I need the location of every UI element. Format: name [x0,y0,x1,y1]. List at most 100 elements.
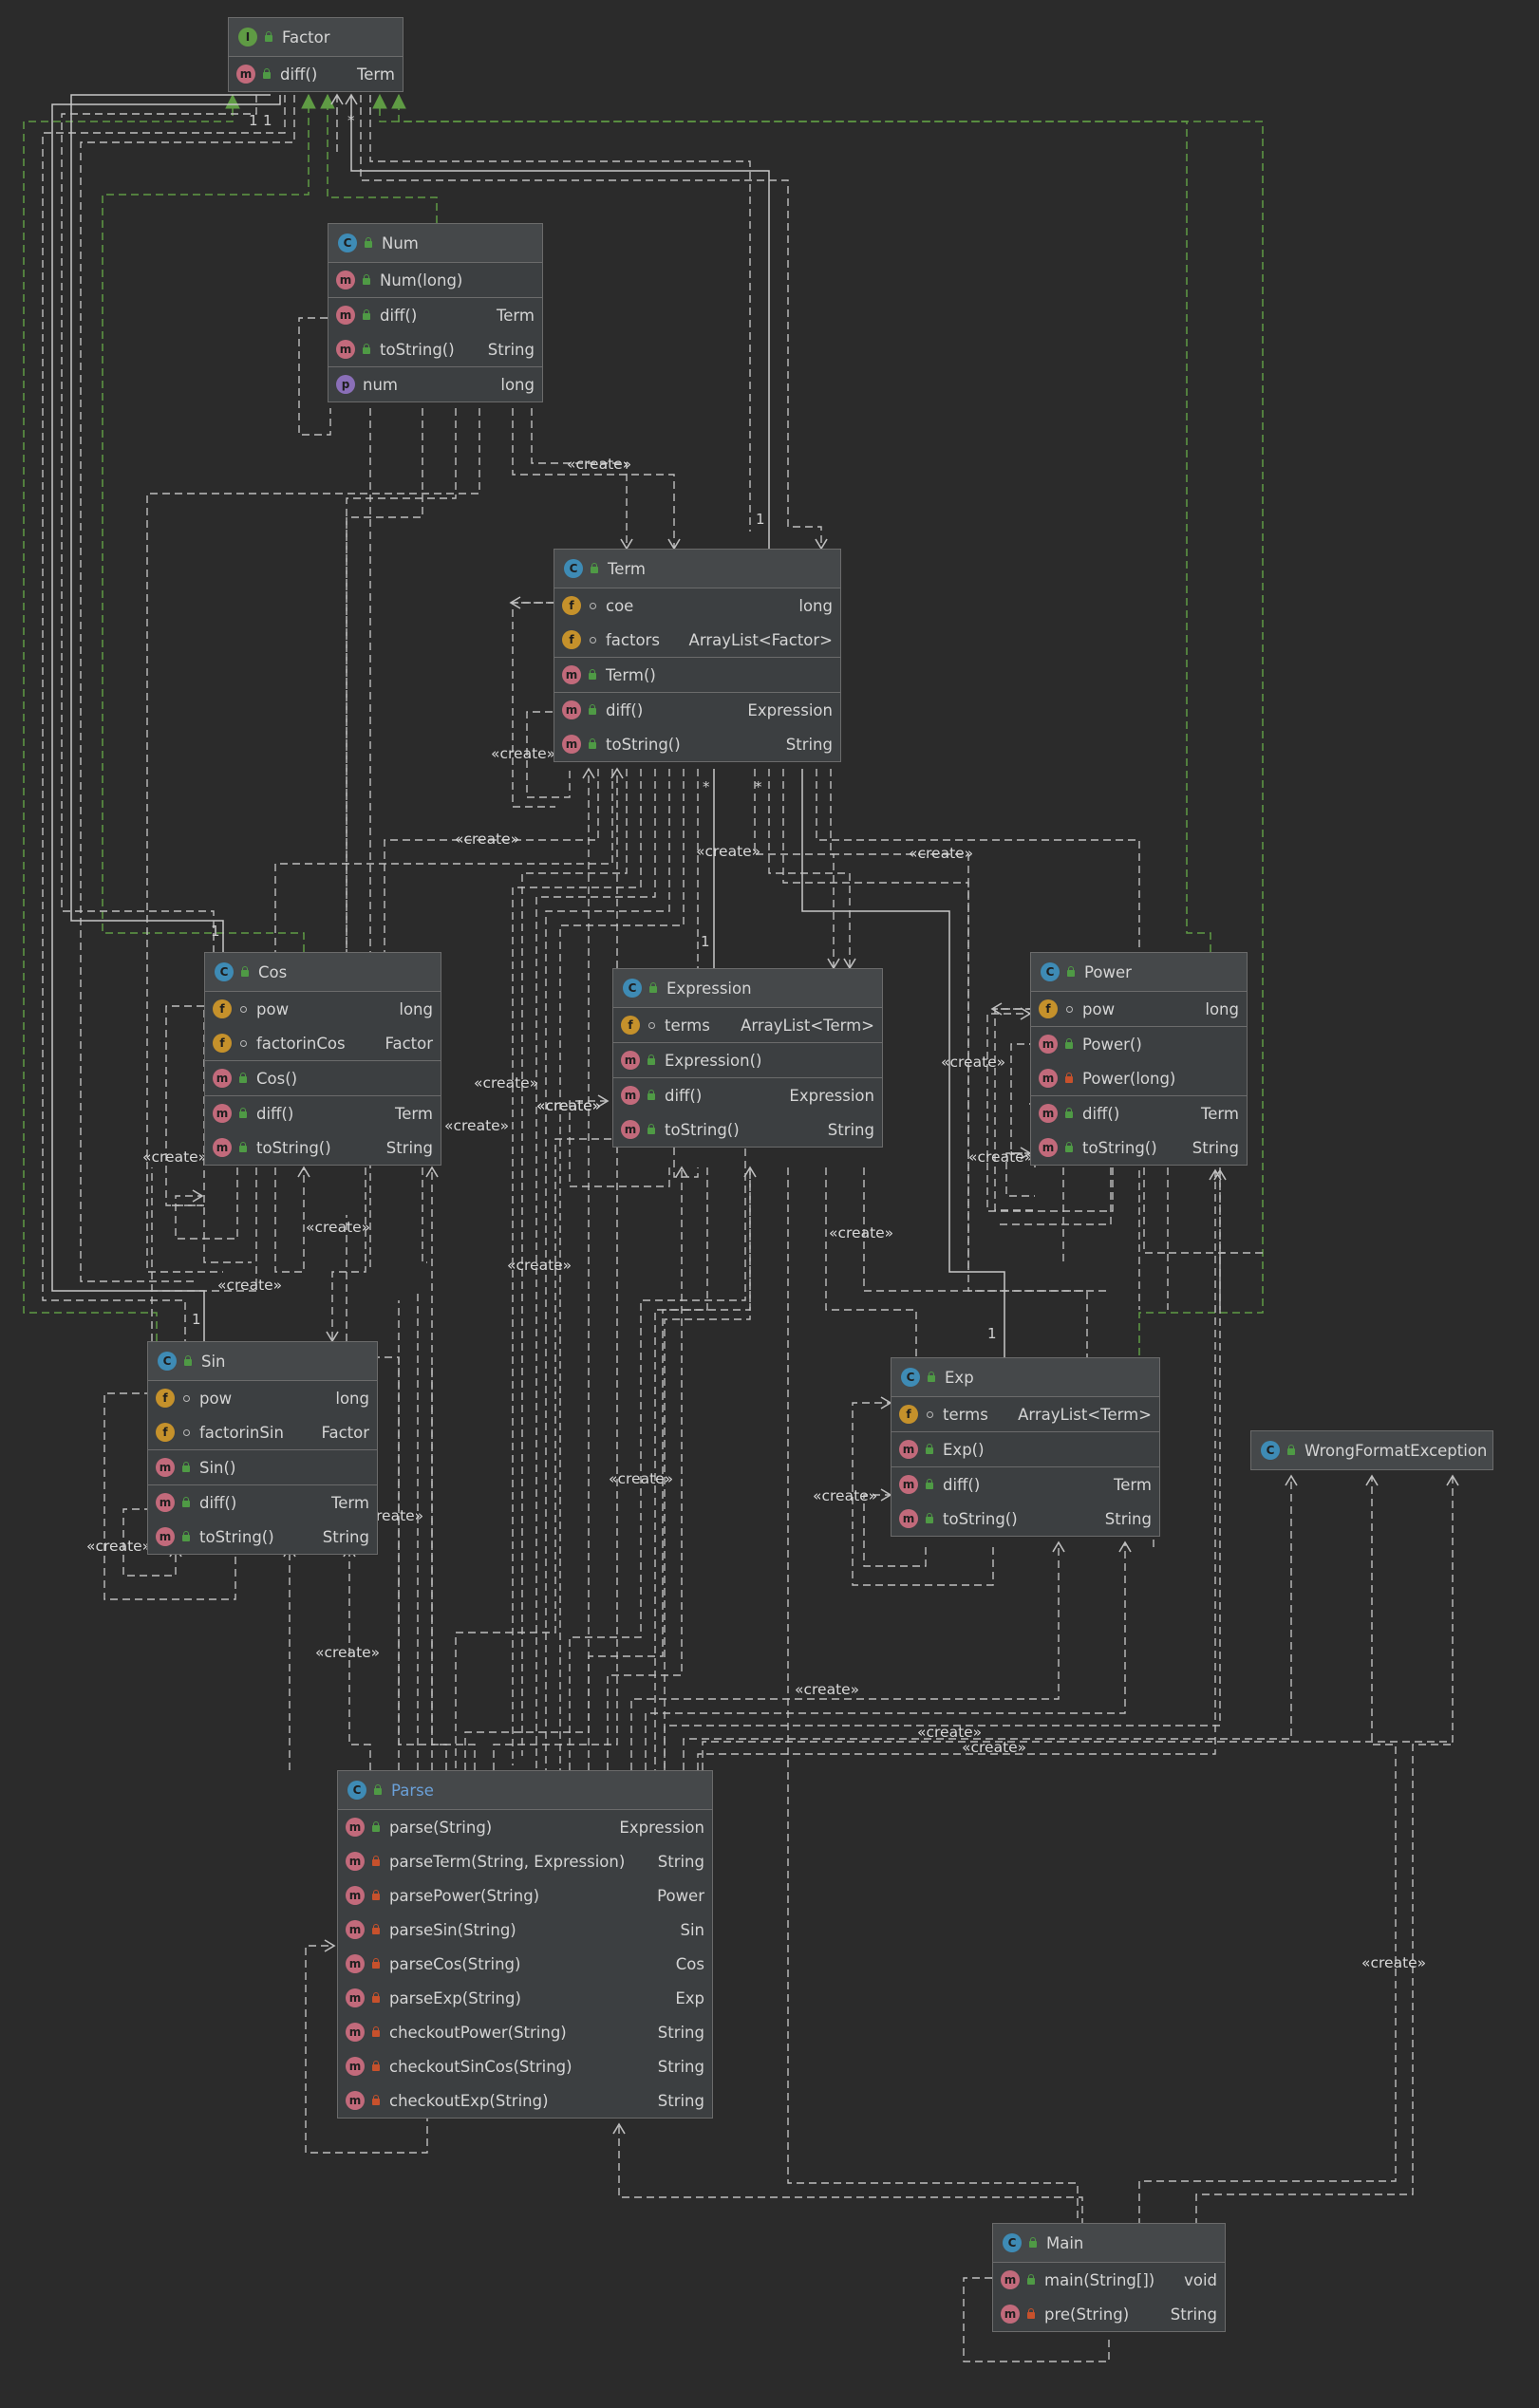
method-name: diff() [256,1104,294,1123]
constructor-row[interactable]: m Cos() [205,1061,441,1095]
method-name: diff() [1082,1104,1120,1123]
property-row[interactable]: p num long [328,367,542,401]
field-row[interactable]: f factorinCos Factor [205,1026,441,1060]
method-row[interactable]: m toString() String [148,1520,377,1554]
class-power-header[interactable]: C Power [1031,953,1247,992]
class-cos[interactable]: C Cos f pow long f factorinCos Factor m … [204,952,441,1166]
method-row[interactable]: m diff() Term [1031,1096,1247,1130]
method-name: diff() [199,1493,237,1512]
constructor-row[interactable]: m Expression() [613,1043,882,1077]
class-parse-header[interactable]: C Parse [338,1771,712,1810]
class-name: Factor [282,28,330,47]
field-row[interactable]: f factors ArrayList<Factor> [554,623,840,657]
public-icon [648,982,659,994]
constructor-row[interactable]: m Term() [554,658,840,692]
field-icon: f [1039,999,1058,1018]
class-wrongformatexception-header[interactable]: C WrongFormatException [1251,1431,1492,1469]
method-row[interactable]: m checkoutExp(String) String [338,2083,712,2118]
field-row[interactable]: f pow long [205,992,441,1026]
create-label: «create» [962,1739,1027,1756]
constructor-row[interactable]: m Power() [1031,1027,1247,1061]
field-row[interactable]: f terms ArrayList<Term> [613,1008,882,1042]
public-icon [182,1355,194,1367]
class-icon: C [215,962,234,981]
method-row[interactable]: m diff() Term [229,57,403,91]
method-row[interactable]: m diff() Term [891,1467,1159,1502]
class-term-header[interactable]: C Term [554,550,840,588]
method-row[interactable]: m parsePower(String) Power [338,1878,712,1913]
constructor-row[interactable]: m Power(long) [1031,1061,1247,1095]
class-parse[interactable]: C Parse m parse(String) Expression m par… [337,1770,713,2119]
constructor-row[interactable]: m Num(long) [328,263,542,297]
method-type: Term [395,1104,433,1123]
property-type: long [500,375,535,394]
method-icon: m [236,65,255,84]
create-label: «create» [507,1257,572,1274]
method-row[interactable]: m toString() String [328,332,542,366]
public-icon [924,1479,935,1490]
constructor-row[interactable]: m Sin() [148,1450,377,1484]
method-row[interactable]: m checkoutPower(String) String [338,2015,712,2049]
method-row[interactable]: m diff() Term [328,298,542,332]
method-row[interactable]: m parseExp(String) Exp [338,1981,712,2015]
method-row[interactable]: m main(String[]) void [993,2263,1225,2297]
create-label: «create» [909,845,974,862]
method-row[interactable]: m diff() Term [205,1096,441,1130]
class-num-header[interactable]: C Num [328,224,542,263]
public-icon [361,344,372,355]
field-row[interactable]: f terms ArrayList<Term> [891,1397,1159,1431]
method-row[interactable]: m diff() Expression [613,1078,882,1112]
public-icon [924,1513,935,1524]
class-main[interactable]: C Main m main(String[]) void m pre(Strin… [992,2223,1226,2332]
method-row[interactable]: m pre(String) String [993,2297,1225,2331]
field-type: long [335,1389,369,1408]
class-num[interactable]: C Num m Num(long) m diff() Term m toStri… [328,223,543,402]
method-row[interactable]: m parseTerm(String, Expression) String [338,1844,712,1878]
method-name: checkoutSinCos(String) [389,2057,572,2076]
public-icon [587,669,598,681]
create-label: «create» [567,456,632,473]
class-power[interactable]: C Power f pow long m Power() m Power(lon… [1030,952,1248,1166]
method-icon: m [213,1138,232,1157]
class-main-header[interactable]: C Main [993,2224,1225,2263]
class-exp-header[interactable]: C Exp [891,1358,1159,1397]
method-icon: m [562,665,581,684]
class-sin[interactable]: C Sin f pow long f factorinSin Factor m … [147,1341,378,1555]
field-row[interactable]: f pow long [148,1381,377,1415]
field-icon: f [156,1389,175,1408]
multiplicity-label: 1 [211,923,220,940]
class-sin-header[interactable]: C Sin [148,1342,377,1381]
constructor-row[interactable]: m Exp() [891,1432,1159,1466]
public-icon [180,1531,192,1542]
class-term[interactable]: C Term f coe long f factors ArrayList<Fa… [554,549,841,762]
field-name: terms [665,1016,710,1035]
method-icon: m [346,2023,365,2042]
method-row[interactable]: m toString() String [891,1502,1159,1536]
method-row[interactable]: m parse(String) Expression [338,1810,712,1844]
method-icon: m [1039,1104,1058,1123]
method-name: checkoutExp(String) [389,2091,549,2110]
method-row[interactable]: m toString() String [554,727,840,761]
class-factor[interactable]: I Factor m diff() Term [228,17,404,92]
method-row[interactable]: m diff() Term [148,1485,377,1520]
class-expression[interactable]: C Expression f terms ArrayList<Term> m E… [612,968,883,1148]
method-name: toString() [665,1120,740,1139]
method-row[interactable]: m toString() String [1031,1130,1247,1165]
class-cos-header[interactable]: C Cos [205,953,441,992]
method-row[interactable]: m diff() Expression [554,693,840,727]
class-wrongformatexception[interactable]: C WrongFormatException [1250,1430,1493,1470]
method-row[interactable]: m toString() String [613,1112,882,1147]
class-expression-header[interactable]: C Expression [613,969,882,1008]
field-row[interactable]: f coe long [554,588,840,623]
method-type: String [385,1138,433,1157]
field-row[interactable]: f factorinSin Factor [148,1415,377,1449]
class-factor-header[interactable]: I Factor [229,18,403,57]
constructor-name: Power(long) [1082,1069,1176,1088]
class-exp[interactable]: C Exp f terms ArrayList<Term> m Exp() m … [891,1357,1160,1537]
method-type: String [1192,1138,1239,1157]
method-row[interactable]: m parseCos(String) Cos [338,1947,712,1981]
method-row[interactable]: m checkoutSinCos(String) String [338,2049,712,2083]
method-row[interactable]: m parseSin(String) Sin [338,1913,712,1947]
method-row[interactable]: m toString() String [205,1130,441,1165]
field-row[interactable]: f pow long [1031,992,1247,1026]
